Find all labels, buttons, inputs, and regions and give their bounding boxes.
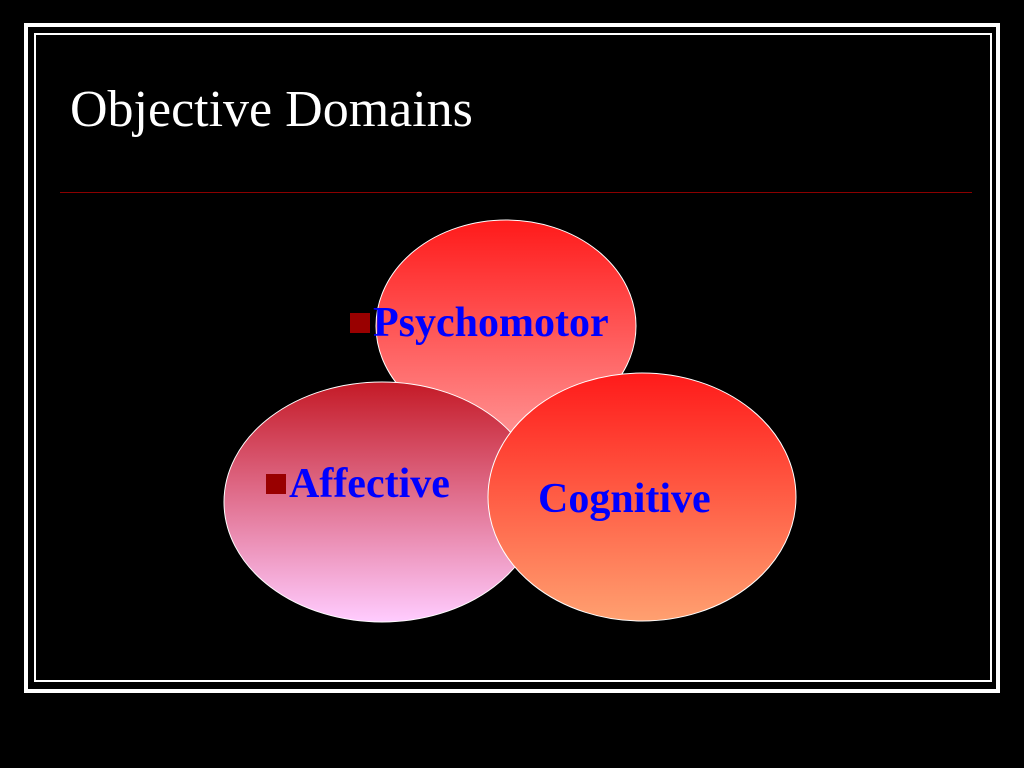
square-bullet-icon bbox=[266, 473, 286, 494]
cognitive-circle bbox=[487, 372, 797, 622]
slide-title: Objective Domains bbox=[70, 81, 473, 138]
cognitive-text: Cognitive bbox=[538, 476, 711, 522]
title-divider bbox=[60, 192, 972, 193]
cognitive-label: Cognitive bbox=[538, 478, 711, 520]
slide-frame-inner bbox=[34, 33, 992, 682]
affective-text: Affective bbox=[289, 461, 450, 507]
psychomotor-label: Psychomotor bbox=[350, 302, 609, 344]
square-bullet-icon bbox=[350, 312, 370, 333]
psychomotor-text: Psychomotor bbox=[373, 300, 609, 346]
affective-label: Affective bbox=[266, 463, 450, 505]
slide-frame-outer bbox=[24, 23, 1000, 693]
